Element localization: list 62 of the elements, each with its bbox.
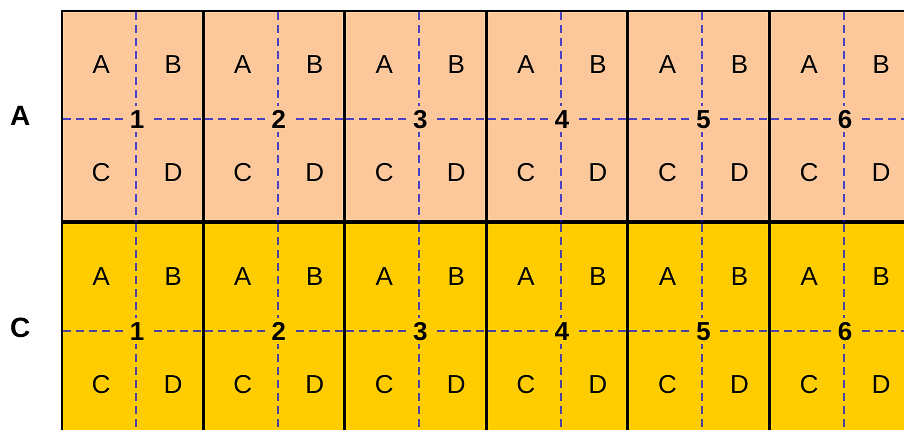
quadrant-letter: D — [588, 371, 608, 397]
grid-cell — [769, 222, 904, 430]
quadrant-letter: A — [658, 263, 676, 289]
quadrant-letter: D — [730, 371, 749, 397]
quadrant-letter: B — [872, 51, 890, 77]
quadrant-letter: C — [800, 371, 818, 397]
grid-cell — [627, 10, 770, 222]
quadrant-letter: A — [234, 263, 252, 289]
grid-cell — [202, 222, 346, 430]
quadrant-letter: B — [730, 51, 748, 77]
quadrant-letter: B — [448, 263, 465, 289]
quadrant-letter: C — [233, 159, 252, 185]
quadrant-letter: A — [92, 263, 110, 289]
quadrant-letter: D — [730, 159, 749, 185]
quadrant-letter: C — [233, 371, 252, 397]
quadrant-letter: D — [446, 371, 466, 397]
quadrant-letter: A — [234, 51, 252, 77]
quadrant-letter: B — [448, 51, 465, 77]
quadrant-letter: D — [305, 159, 324, 185]
quadrant-letter: C — [516, 371, 536, 397]
grid-cell — [61, 10, 204, 222]
quadrant-letter: D — [305, 371, 324, 397]
grid-cell — [627, 222, 770, 430]
quadrant-letter: A — [92, 51, 110, 77]
quadrant-letter: B — [164, 51, 182, 77]
quadrant-letter: B — [872, 263, 890, 289]
quadrant-letter: A — [800, 51, 818, 77]
quadrant-letter: D — [588, 159, 608, 185]
quadrant-letter: A — [376, 263, 393, 289]
quadrant-letter: A — [517, 51, 534, 77]
quadrant-letter: C — [800, 159, 818, 185]
grid-cell — [344, 222, 487, 430]
grid-cell — [344, 10, 487, 222]
quadrant-letter: B — [164, 263, 182, 289]
quadrant-letter: B — [589, 263, 606, 289]
quadrant-letter: B — [730, 263, 748, 289]
quadrant-letter: A — [376, 51, 393, 77]
quadrant-letter: D — [872, 159, 890, 185]
quadrant-letter: B — [306, 263, 324, 289]
row-label: C — [10, 312, 30, 344]
grid-cell — [486, 10, 628, 222]
quadrant-letter: D — [164, 159, 182, 185]
quadrant-letter: D — [164, 371, 182, 397]
quadrant-letter: A — [800, 263, 818, 289]
grid-cell — [61, 222, 204, 430]
quadrant-letter: C — [658, 159, 677, 185]
quadrant-letter: C — [92, 371, 110, 397]
quadrant-letter: C — [658, 371, 677, 397]
quadrant-letter: C — [374, 159, 394, 185]
quadrant-letter: A — [658, 51, 676, 77]
quadrant-letter: C — [92, 159, 110, 185]
grid-cell — [486, 222, 628, 430]
quadrant-letter: B — [306, 51, 324, 77]
quadrant-letter: C — [516, 159, 536, 185]
quadrant-letter: D — [446, 159, 466, 185]
quadrant-letter: D — [872, 371, 890, 397]
grid-cell — [202, 10, 346, 222]
grid-cell — [769, 10, 904, 222]
row-label: A — [10, 100, 30, 132]
quadrant-letter: A — [517, 263, 534, 289]
quadrant-letter: B — [589, 51, 606, 77]
quadrant-letter: C — [374, 371, 394, 397]
